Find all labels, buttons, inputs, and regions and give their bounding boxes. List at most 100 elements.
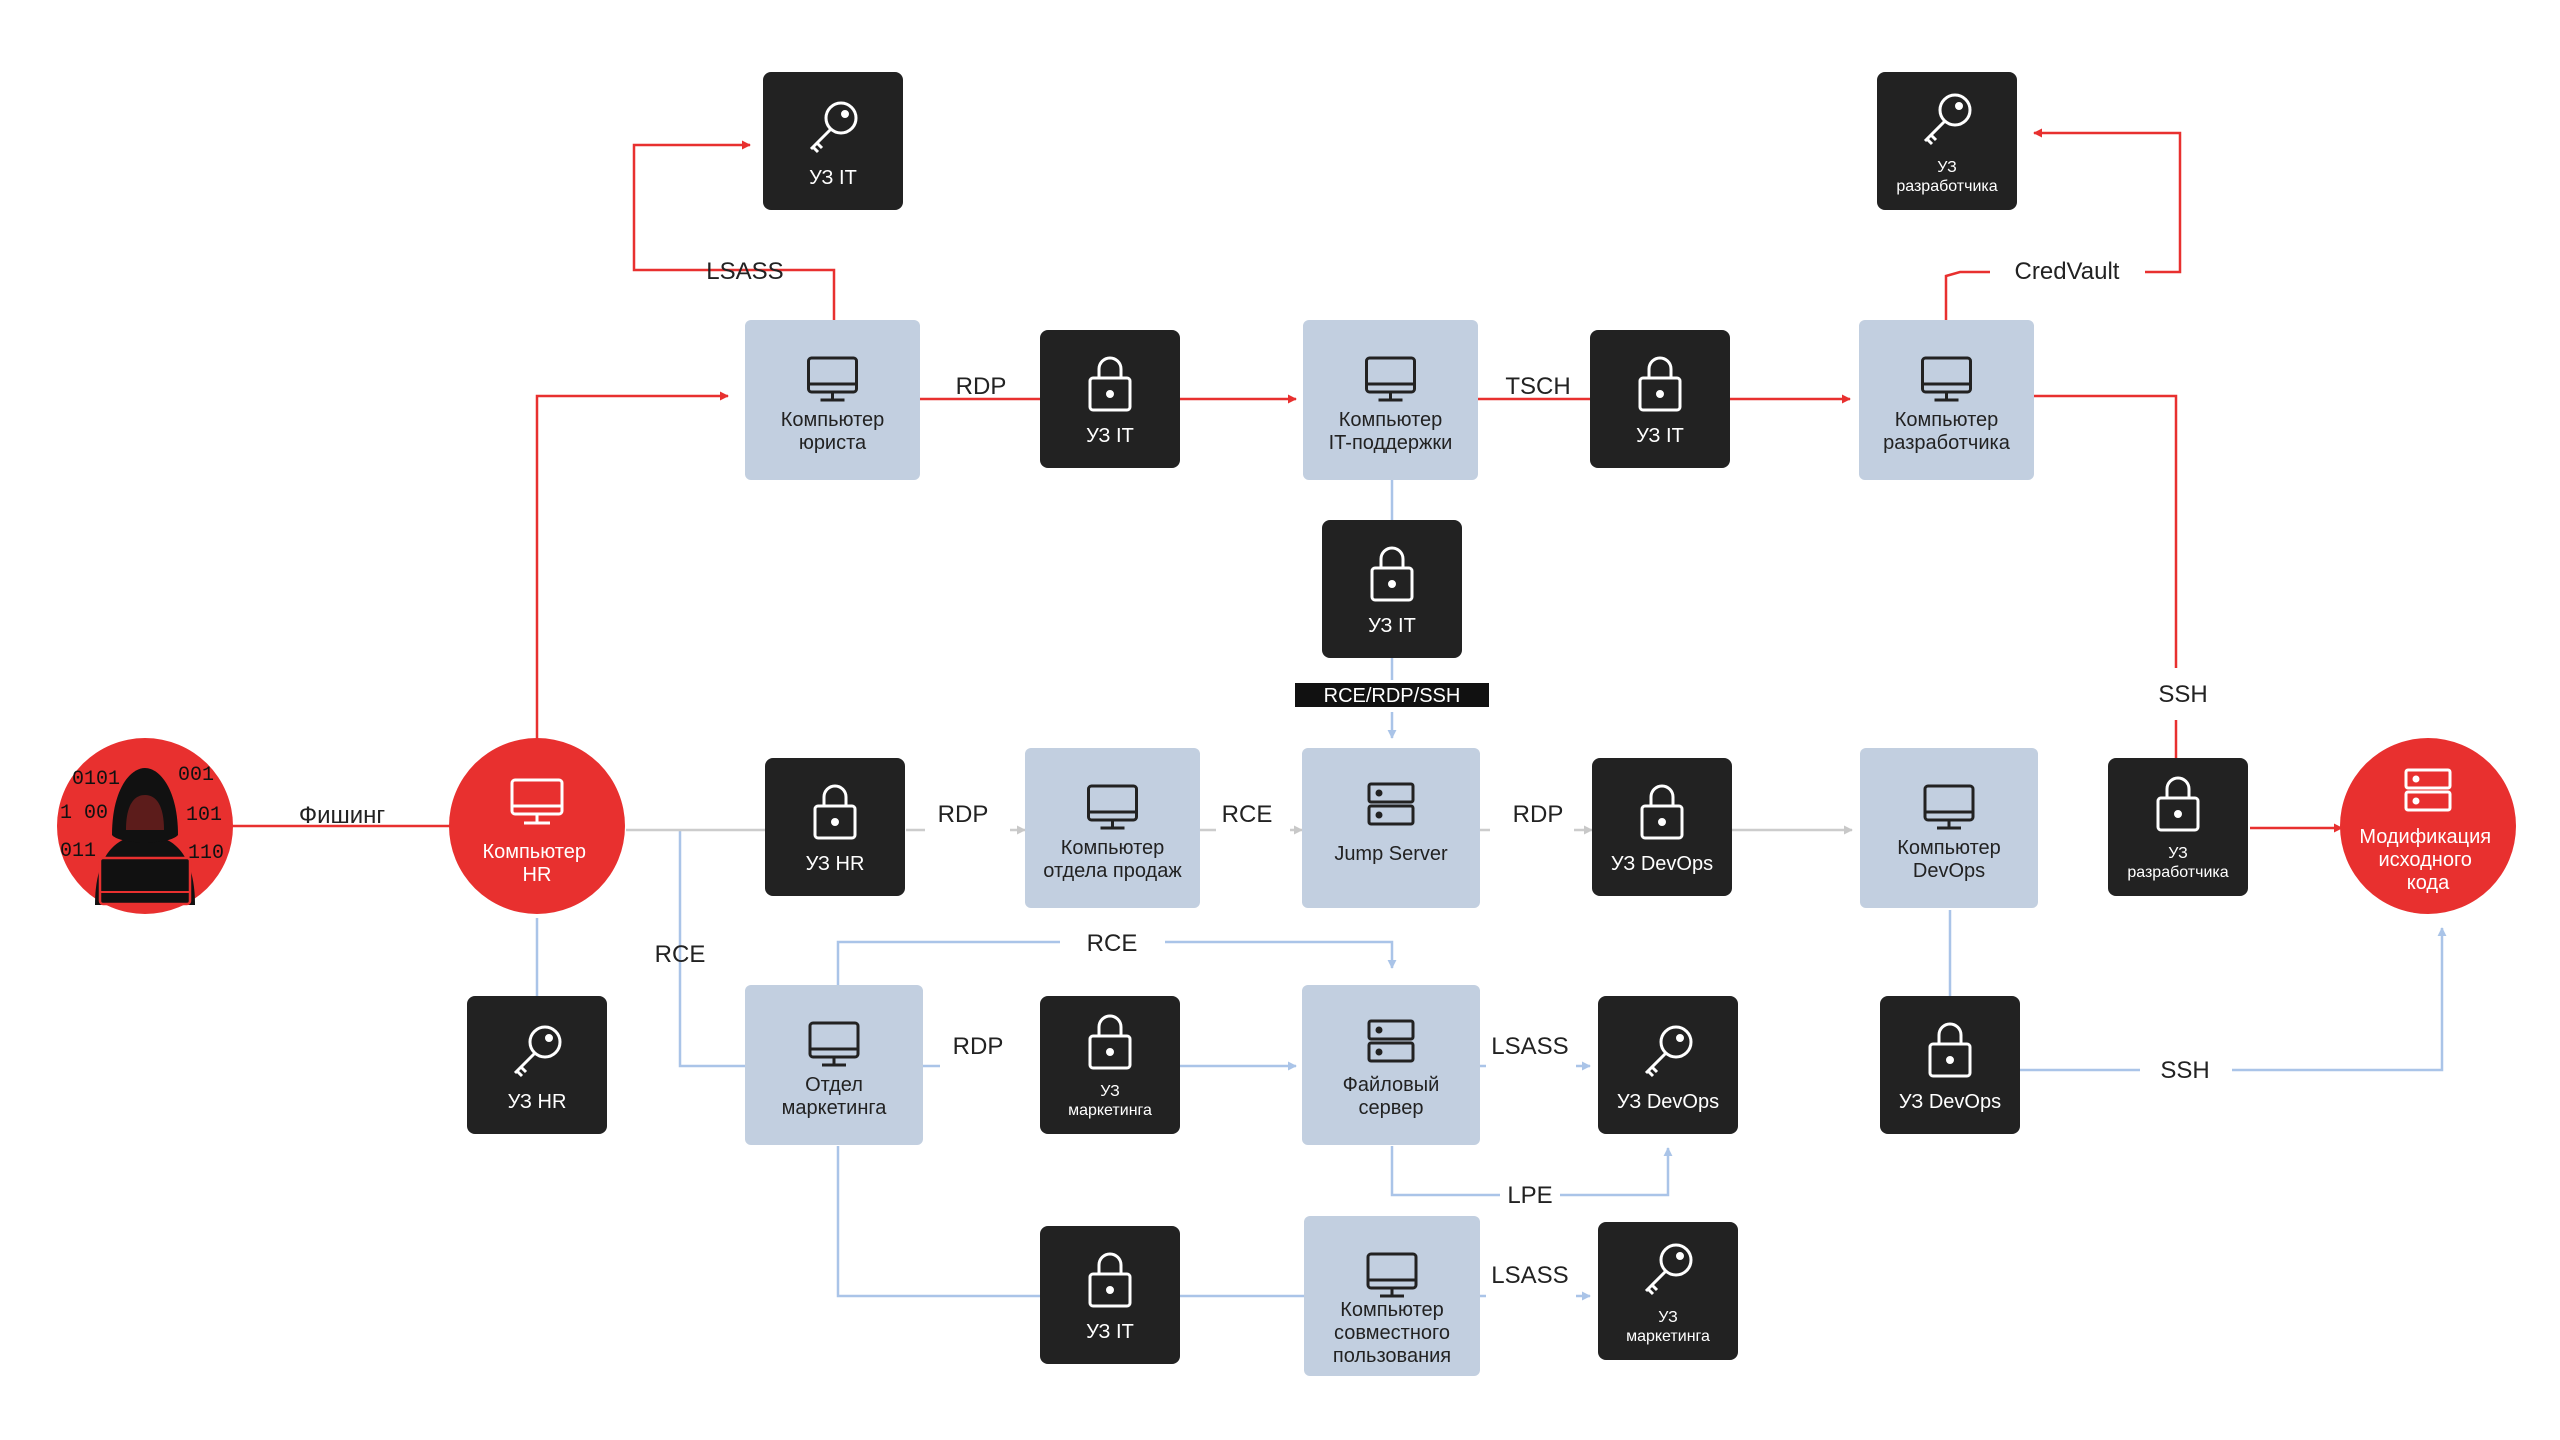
server-icon [2404,768,2452,812]
monitor-icon [808,1021,860,1067]
node-box [1877,72,2017,210]
lock-icon [1088,356,1132,412]
target-node: Модификация исходного кода [2340,738,2516,914]
node-box [1590,330,1730,468]
monitor-icon [1087,784,1138,830]
edge-rce-upper-a [836,940,1060,985]
node-label: УЗ HR [806,853,865,875]
monitor-icon [1923,784,1975,830]
node-box [1880,996,2020,1134]
svg-text:001: 001 [178,764,214,787]
monitor-icon [510,778,564,825]
key-icon [809,101,858,154]
node-box [763,72,903,210]
hacker-icon [95,768,195,906]
edge-ssh-bottom-b [2232,927,2447,1072]
label-rdp-mid2: RDP [1513,801,1564,828]
target-label: Модификация исходного кода [2359,826,2496,894]
node-label: УЗ IT [809,167,857,189]
label-ssh-bottom: SSH [2160,1057,2209,1084]
edge-credvault-b [2033,128,2182,274]
label-rce-mid: RCE [1222,801,1273,828]
label-rce-left: RCE [655,941,706,968]
label-phishing: Фишинг [299,802,386,829]
node-box [1598,996,1738,1134]
lock-icon [1640,784,1684,840]
label-credvault: CredVault [2015,258,2120,285]
node-it-acc-bottom[interactable]: УЗ IT [1040,1226,1180,1364]
node-box [1302,748,1480,908]
monitor-icon [1365,356,1416,402]
edge-ssh-right-a [2034,394,2178,668]
node-box [1322,520,1462,658]
node-label: УЗ IT [1368,615,1416,637]
node-hr-acc-lock[interactable]: УЗ HR [765,758,905,896]
node-label: Jump Server [1334,843,1448,865]
node-it-acc-mid[interactable]: УЗ IT [1322,520,1462,658]
node-box [1302,985,1480,1145]
label-ssh-right: SSH [2158,681,2207,708]
node-it-acc-rdp[interactable]: УЗ IT [1040,330,1180,468]
node-jump-server[interactable]: Jump Server [1302,748,1480,908]
lock-icon [1088,1014,1132,1070]
tag-rce-rdp-ssh-bg [1295,683,1489,707]
node-box [765,758,905,896]
hr-computer[interactable]: Компьютер HR [449,738,625,914]
label-rdp-bottom: RDP [953,1033,1004,1060]
edge-credvault-a [1944,270,1990,320]
lock-icon [1928,1022,1972,1078]
lock-icon [1088,1252,1132,1308]
node-hr-acc[interactable]: УЗ HR [467,996,607,1134]
node-label: УЗ IT [1086,425,1134,447]
lock-icon [2156,776,2200,832]
node-it-acc-top[interactable]: УЗ IT [763,72,903,210]
node-box [1592,758,1732,896]
attack-path [140,128,2343,833]
edge-lpe-a [1390,1146,1500,1197]
label-lpe: LPE [1507,1182,1552,1209]
node-devops-acc-lock[interactable]: УЗ DevOps [1592,758,1732,896]
edge-rce-upper-b [1165,940,1397,969]
server-icon [1367,1019,1415,1063]
attacker-node: 0101 0 1 00 001 101 011 110 [57,738,233,914]
key-icon [1644,1243,1693,1296]
key-icon [513,1025,562,1078]
node-label: УЗ DevOps [1611,853,1713,875]
node-box [467,996,607,1134]
node-it-acc-tsch[interactable]: УЗ IT [1590,330,1730,468]
node-box [1040,996,1180,1134]
key-icon [1923,93,1972,146]
node-devops-acc-key[interactable]: УЗ DevOps [1598,996,1738,1134]
label-lsass-mid: LSASS [1491,1033,1568,1060]
node-box [1040,1226,1180,1364]
lock-icon [1638,356,1682,412]
edge-hr-to-lawyer [535,391,729,774]
label-rdp-top: RDP [956,373,1007,400]
node-box [1598,1222,1738,1360]
lock-icon [1370,546,1414,602]
node-devops-acc-lock2[interactable]: УЗ DevOps [1880,996,2020,1134]
edge-bottom-a [836,1146,1040,1298]
